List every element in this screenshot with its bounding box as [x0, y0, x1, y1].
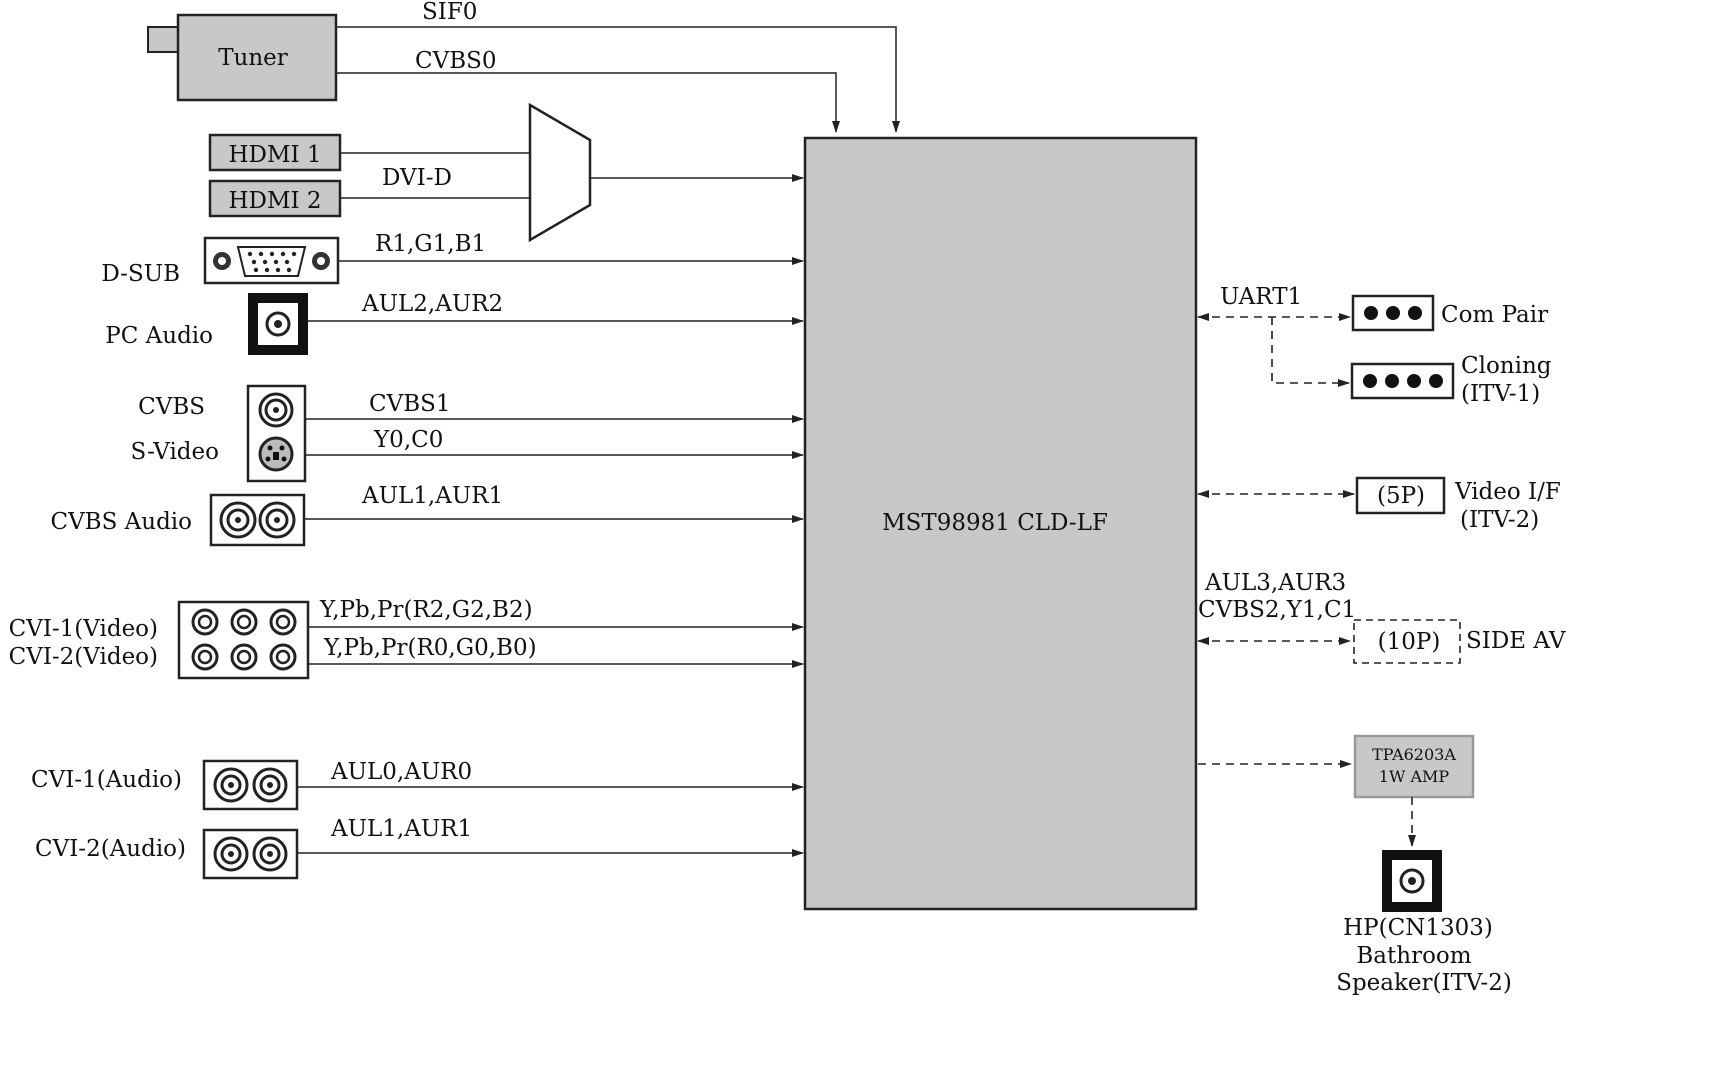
video-if-connector: (5P) — [1355, 476, 1446, 515]
dsub-connector — [203, 236, 340, 285]
dsub-label: D-SUB — [101, 261, 180, 287]
video-if-label-line2: (ITV-2) — [1460, 507, 1539, 533]
headphone-label-line1: HP(CN1303) — [1343, 915, 1493, 941]
hdmi1-label: HDMI 1 — [228, 142, 321, 168]
wire-sif0: SIF0 — [336, 0, 900, 133]
tuner-label: Tuner — [218, 45, 288, 71]
wire-cvbs0: CVBS0 — [336, 48, 840, 133]
hdmi-switch-mux — [528, 102, 592, 243]
signal-cvbs0: CVBS0 — [415, 48, 497, 74]
cvi1-video-label: CVI-1(Video) — [9, 616, 158, 642]
cvbs-audio-connector — [209, 493, 306, 547]
cvi2-audio-connector — [202, 828, 299, 880]
signal-uart1: UART1 — [1220, 284, 1302, 310]
cvbs-label: CVBS — [138, 394, 205, 420]
hdmi2-label: HDMI 2 — [228, 188, 321, 214]
signal-side-av-line1: AUL3,AUR3 — [1204, 570, 1346, 596]
signal-aul2: AUL2,AUR2 — [361, 291, 503, 317]
hdmi2-block: HDMI 2 — [208, 179, 342, 218]
block-diagram: MST98981 CLD-LF Tuner SIF0 CVBS0 HDMI 1 … — [9, 0, 1566, 996]
signal-rgb1: R1,G1,B1 — [375, 231, 486, 257]
com-pair-connector — [1351, 294, 1435, 332]
headphone-label-line2: Bathroom — [1356, 943, 1471, 969]
cloning-label-line1: Cloning — [1461, 353, 1552, 379]
headphone-jack — [1382, 850, 1442, 912]
cloning-connector — [1350, 362, 1455, 400]
side-av-box-label: (10P) — [1378, 629, 1441, 655]
cvbs-svideo-connector — [246, 384, 307, 483]
svideo-label: S-Video — [131, 439, 219, 465]
com-pair-label: Com Pair — [1441, 302, 1548, 328]
amplifier-label-line2: 1W AMP — [1379, 767, 1450, 786]
main-processor-label: MST98981 CLD-LF — [882, 510, 1108, 536]
cvi1-audio-connector — [202, 759, 299, 811]
signal-aul0: AUL0,AUR0 — [330, 759, 472, 785]
signal-ypbpr-0: Y,Pb,Pr(R0,G0,B0) — [323, 635, 537, 661]
signal-dvi-d: DVI-D — [382, 165, 452, 191]
signal-cvbs1: CVBS1 — [369, 391, 451, 417]
pc-audio-jack — [248, 293, 308, 355]
signal-y0c0: Y0,C0 — [373, 427, 443, 453]
cvi2-video-label: CVI-2(Video) — [9, 644, 158, 670]
headphone-label-line3: Speaker(ITV-2) — [1336, 970, 1512, 996]
amplifier-block: TPA6203A 1W AMP — [1353, 734, 1475, 799]
video-if-label-line1: Video I/F — [1454, 479, 1561, 505]
cvbs-audio-label: CVBS Audio — [50, 509, 192, 535]
signal-aul1-cvi2: AUL1,AUR1 — [330, 816, 472, 842]
side-av-label: SIDE AV — [1466, 628, 1566, 654]
tuner-block: Tuner — [147, 13, 338, 102]
signal-ypbpr-2: Y,Pb,Pr(R2,G2,B2) — [319, 597, 533, 623]
cvi2-audio-label: CVI-2(Audio) — [35, 836, 186, 862]
amplifier-label-line1: TPA6203A — [1372, 745, 1456, 764]
main-processor-block: MST98981 CLD-LF — [803, 136, 1198, 911]
cvi1-audio-label: CVI-1(Audio) — [31, 767, 182, 793]
signal-aul1-cvbs: AUL1,AUR1 — [361, 483, 503, 509]
pc-audio-label: PC Audio — [105, 323, 213, 349]
signal-sif0: SIF0 — [422, 0, 477, 25]
hdmi1-block: HDMI 1 — [208, 133, 342, 172]
cvi-video-connector — [177, 600, 310, 680]
cloning-label-line2: (ITV-1) — [1461, 381, 1540, 407]
signal-side-av-line2: CVBS2,Y1,C1 — [1198, 597, 1356, 623]
video-if-box-label: (5P) — [1377, 483, 1425, 509]
side-av-connector: (10P) — [1353, 619, 1461, 664]
